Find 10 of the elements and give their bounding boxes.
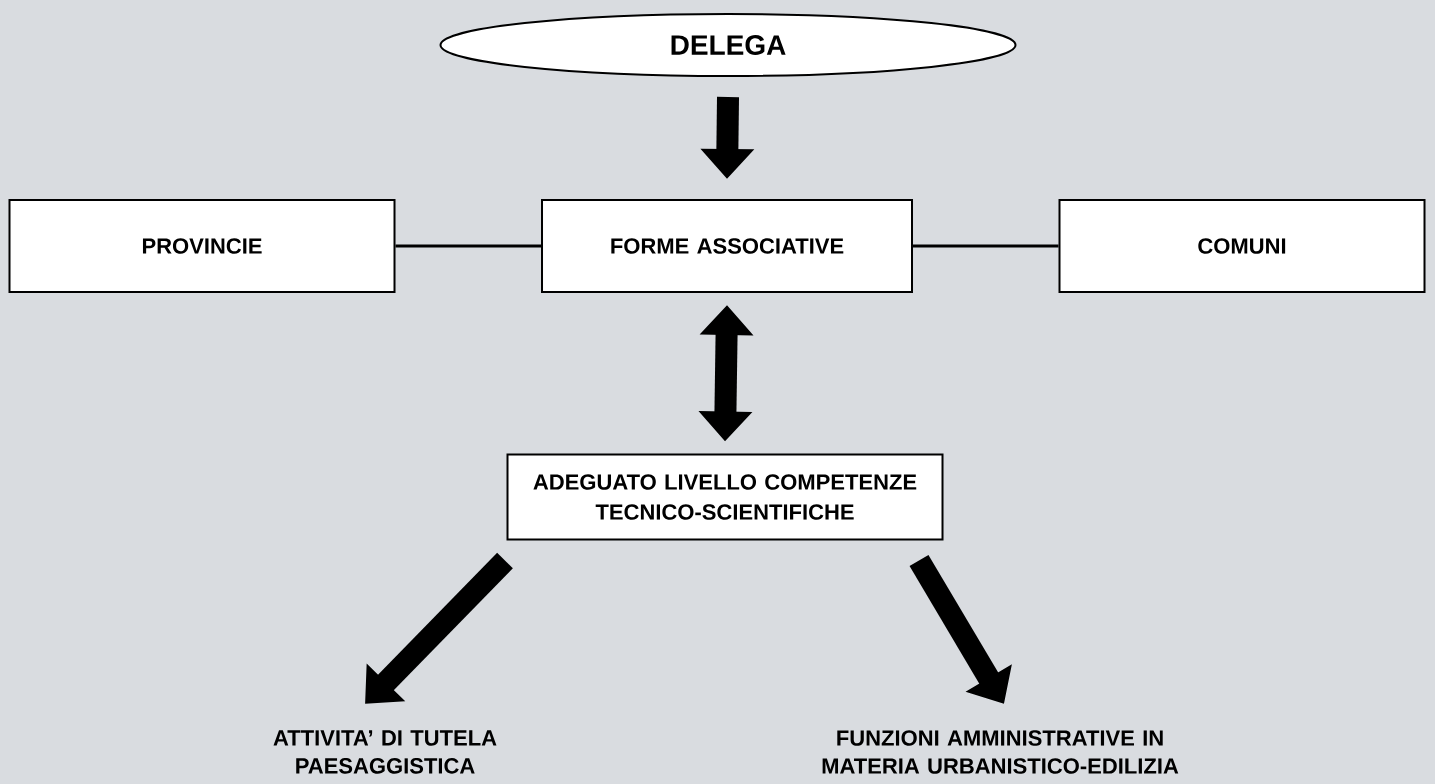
connector-line [913, 244, 1059, 248]
connector-line [395, 244, 541, 248]
ellipse-node: DELEGA [439, 13, 1017, 77]
outcome-text: FUNZIONI AMMINISTRATIVE IN MATERIA URBANISTICO-EDILIZIA [822, 730, 1179, 774]
process-box: ADEGUATO LIVELLO COMPETENZE TECNICO-SCIENTIFICHE [506, 453, 944, 541]
process-box: FORME ASSOCIATIVE [541, 199, 913, 293]
block-arrow [365, 552, 513, 704]
process-box: COMUNI [1058, 199, 1426, 293]
outcome-text: ATTIVITA’ DI TUTELA PAESAGGISTICA [273, 730, 497, 774]
process-box: PROVINCIE [8, 199, 396, 293]
